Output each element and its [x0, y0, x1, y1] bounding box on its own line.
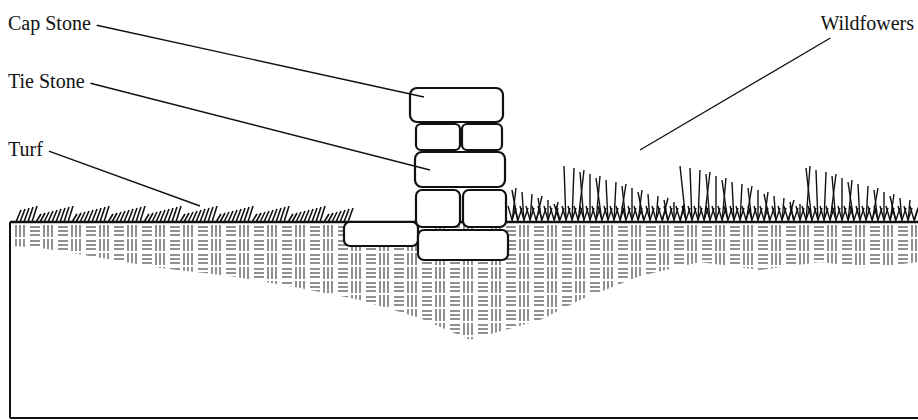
flower-stem [715, 176, 716, 222]
leaf [910, 206, 918, 220]
wall-stone [416, 124, 460, 150]
part-label: Turf [8, 138, 43, 160]
wall-stone [463, 190, 506, 227]
grass-blade [68, 206, 73, 222]
leader-line [49, 151, 200, 206]
grass-blade [140, 206, 145, 222]
leader-line [97, 25, 424, 97]
footing-stone [344, 222, 418, 246]
wall-stone [462, 124, 502, 150]
flower-stem [841, 178, 842, 222]
grass-blade [320, 206, 325, 222]
soil-hatching [12, 224, 918, 340]
grass-blade [348, 208, 353, 222]
wall-stones [344, 88, 508, 260]
cap-stone [410, 88, 503, 122]
flower-stem [578, 170, 584, 222]
wildflowers [508, 166, 918, 222]
grass-blade [32, 206, 37, 222]
grass-blade [284, 206, 289, 222]
flower-stem [680, 166, 686, 222]
part-label: Cap Stone [8, 12, 91, 34]
section-edge [9, 222, 11, 418]
wall-stone [416, 190, 460, 227]
grass-blade [176, 206, 181, 222]
grass-blade [104, 206, 109, 222]
turf-grass [16, 206, 353, 222]
flower-stem [806, 168, 812, 222]
leader-line [640, 38, 830, 150]
flower-stem [589, 174, 590, 222]
grass-blade [248, 206, 253, 222]
part-label: Tie Stone [8, 70, 85, 92]
grass-blade [212, 206, 217, 222]
foundation-stone [418, 230, 508, 260]
part-label: Wildfowers [820, 12, 914, 34]
leader-line [91, 83, 430, 170]
section-edge [10, 417, 918, 419]
